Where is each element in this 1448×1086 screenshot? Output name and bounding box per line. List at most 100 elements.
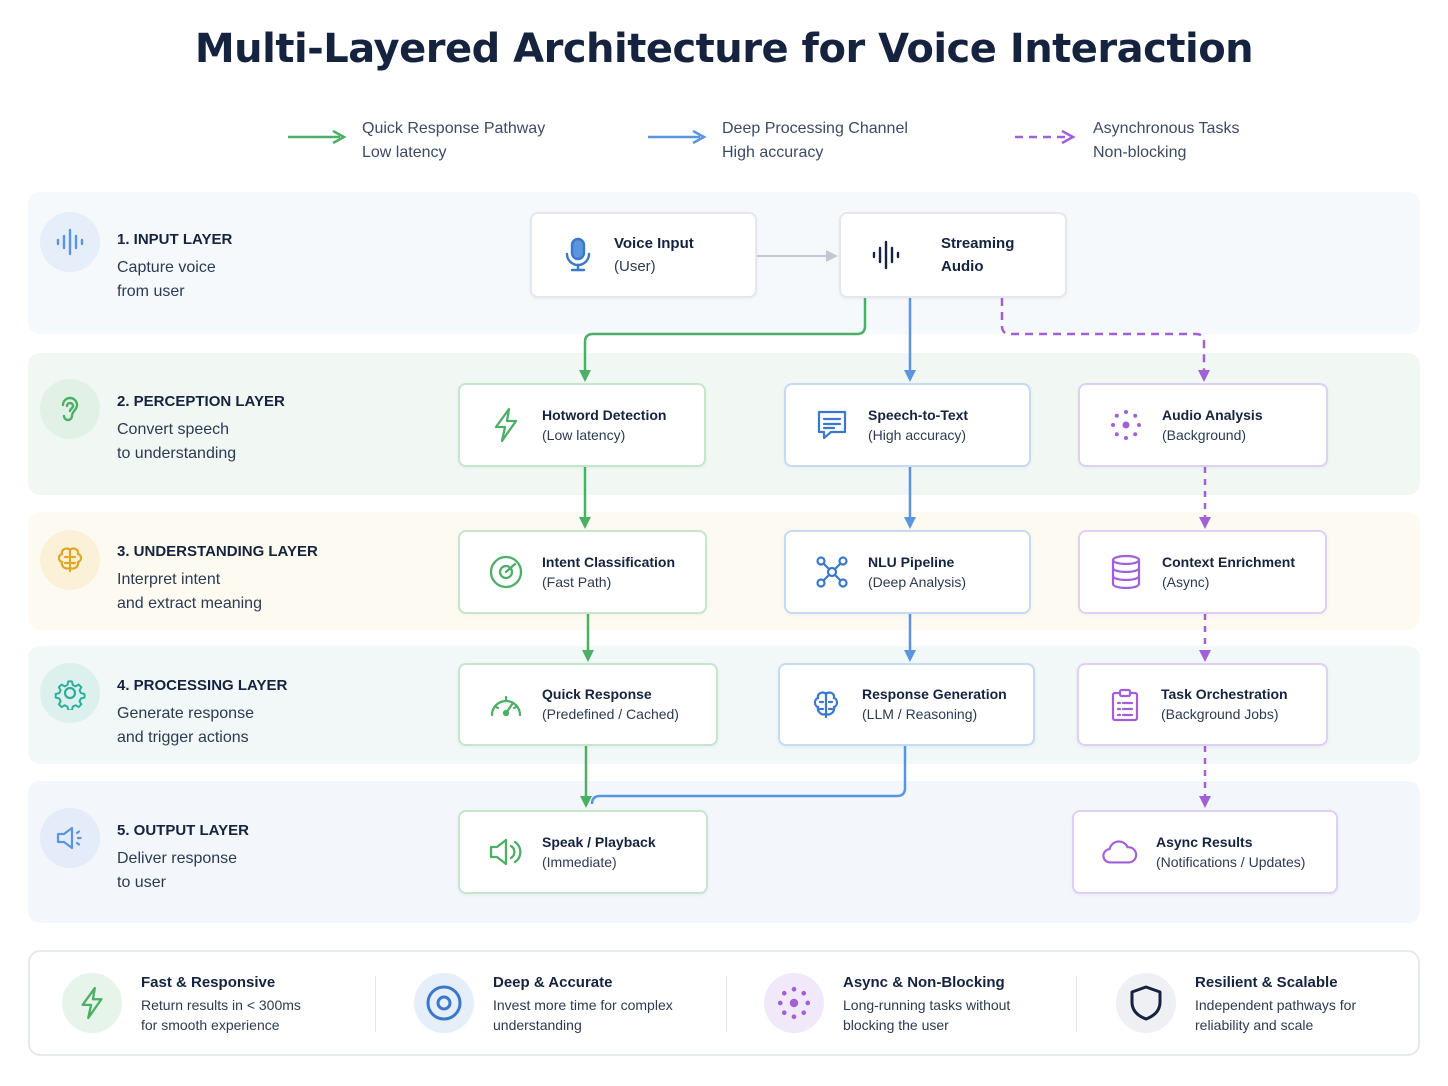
feature-deep: Deep & Accurate Invest more time for com… bbox=[414, 952, 673, 1054]
layer-desc: Generate response and trigger actions bbox=[117, 705, 254, 746]
ear-icon bbox=[40, 379, 100, 439]
node-hotword-detection[interactable]: Hotword Detection (Low latency) bbox=[458, 383, 706, 467]
edge-streaming-to-hotword bbox=[579, 298, 867, 382]
layer-desc: Interpret intent and extract meaning bbox=[117, 571, 262, 612]
node-title: NLU Pipeline bbox=[868, 553, 955, 570]
node-title: Hotword Detection bbox=[542, 406, 667, 423]
layer-label-processing: 4. PROCESSING LAYER Generate response an… bbox=[117, 676, 287, 750]
node-title: Intent Classification bbox=[542, 553, 676, 570]
cloud-icon bbox=[1102, 834, 1138, 870]
node-subtitle: (User) bbox=[614, 258, 656, 275]
feature-desc: Return results in < 300ms for smooth exp… bbox=[141, 996, 301, 1033]
node-intent-classification[interactable]: Intent Classification (Fast Path) bbox=[458, 530, 707, 614]
speaker-icon bbox=[40, 808, 100, 868]
legend-sub: Low latency bbox=[362, 144, 447, 161]
clipboard-icon bbox=[1107, 687, 1143, 723]
node-context-enrichment[interactable]: Context Enrichment (Async) bbox=[1078, 530, 1327, 614]
node-title: Async Results bbox=[1156, 833, 1253, 850]
layer-title: 1. INPUT LAYER bbox=[117, 231, 233, 248]
node-subtitle: (Low latency) bbox=[542, 426, 626, 443]
divider bbox=[726, 976, 727, 1032]
node-title: Speak / Playback bbox=[542, 833, 656, 850]
node-speak-playback[interactable]: Speak / Playback (Immediate) bbox=[458, 810, 708, 894]
node-audio-analysis[interactable]: Audio Analysis (Background) bbox=[1078, 383, 1328, 467]
legend-title: Asynchronous Tasks bbox=[1093, 120, 1240, 137]
legend-item-quick: Quick Response Pathway Low latency bbox=[362, 117, 545, 165]
edge-response-to-speak bbox=[590, 746, 907, 805]
layer-title: 4. PROCESSING LAYER bbox=[117, 677, 288, 694]
node-title: Context Enrichment bbox=[1162, 553, 1296, 570]
node-subtitle: (Immediate) bbox=[542, 853, 617, 870]
node-subtitle: (Predefined / Cached) bbox=[542, 706, 679, 722]
legend-title: Deep Processing Channel bbox=[722, 120, 908, 137]
node-title: Response Generation bbox=[862, 686, 1007, 702]
feature-resilient: Resilient & Scalable Independent pathway… bbox=[1116, 952, 1356, 1054]
node-streaming-audio[interactable]: Streaming Audio bbox=[839, 212, 1067, 298]
node-subtitle: (LLM / Reasoning) bbox=[862, 706, 978, 722]
node-title: Audio Analysis bbox=[1162, 406, 1263, 423]
layer-label-understanding: 3. UNDERSTANDING LAYER Interpret intent … bbox=[117, 542, 318, 616]
node-async-results[interactable]: Async Results (Notifications / Updates) bbox=[1072, 810, 1338, 894]
legend-sub: High accuracy bbox=[722, 144, 824, 161]
gear-icon bbox=[40, 663, 100, 723]
sound-wave-icon bbox=[40, 212, 100, 272]
feature-title: Resilient & Scalable bbox=[1195, 973, 1338, 991]
node-title: Quick Response bbox=[542, 686, 652, 702]
sound-wave-icon bbox=[869, 237, 905, 273]
layer-desc: Convert speech to understanding bbox=[117, 421, 237, 462]
target-icon bbox=[488, 554, 524, 590]
feature-fast: Fast & Responsive Return results in < 30… bbox=[62, 952, 301, 1054]
legend-arrow-deep bbox=[648, 129, 707, 145]
feature-title: Fast & Responsive bbox=[141, 973, 276, 991]
node-response-generation[interactable]: Response Generation (LLM / Reasoning) bbox=[778, 663, 1035, 746]
node-title: Voice Input bbox=[614, 235, 694, 252]
legend-sub: Non-blocking bbox=[1093, 144, 1187, 161]
node-title: Task Orchestration bbox=[1161, 686, 1288, 702]
speaker-icon bbox=[488, 834, 524, 870]
node-subtitle: (Async) bbox=[1162, 573, 1210, 590]
layer-label-perception: 2. PERCEPTION LAYER Convert speech to un… bbox=[117, 392, 285, 466]
node-quick-response[interactable]: Quick Response (Predefined / Cached) bbox=[458, 663, 718, 746]
lightning-icon bbox=[488, 407, 524, 443]
node-task-orchestration[interactable]: Task Orchestration (Background Jobs) bbox=[1077, 663, 1328, 746]
layer-label-input: 1. INPUT LAYER Capture voice from user bbox=[117, 230, 232, 304]
layer-desc: Deliver response to user bbox=[117, 850, 238, 891]
feature-desc: Invest more time for complex understandi… bbox=[493, 996, 673, 1033]
node-subtitle: (Background) bbox=[1162, 426, 1247, 443]
node-speech-to-text[interactable]: Speech-to-Text (High accuracy) bbox=[784, 383, 1031, 467]
divider bbox=[375, 976, 376, 1032]
brain-icon bbox=[808, 687, 844, 723]
shield-icon bbox=[1116, 973, 1176, 1033]
gauge-icon bbox=[488, 687, 524, 723]
target-icon bbox=[414, 973, 474, 1033]
node-subtitle: (Deep Analysis) bbox=[868, 573, 967, 590]
node-title: Speech-to-Text bbox=[868, 406, 969, 423]
node-subtitle: (Notifications / Updates) bbox=[1156, 853, 1306, 870]
legend-item-async: Asynchronous Tasks Non-blocking bbox=[1093, 117, 1239, 165]
network-icon bbox=[814, 554, 850, 590]
divider bbox=[1076, 976, 1077, 1032]
feature-title: Async & Non-Blocking bbox=[843, 973, 1005, 991]
node-subtitle: (Fast Path) bbox=[542, 573, 612, 590]
dotted-circle-icon bbox=[764, 973, 824, 1033]
brain-icon bbox=[40, 530, 100, 590]
layer-label-output: 5. OUTPUT LAYER Deliver response to user bbox=[117, 821, 249, 895]
layer-title: 2. PERCEPTION LAYER bbox=[117, 393, 285, 410]
layer-desc: Capture voice from user bbox=[117, 259, 216, 300]
layer-title: 5. OUTPUT LAYER bbox=[117, 822, 249, 839]
feature-desc: Independent pathways for reliability and… bbox=[1195, 996, 1357, 1033]
database-icon bbox=[1108, 554, 1144, 590]
node-nlu-pipeline[interactable]: NLU Pipeline (Deep Analysis) bbox=[784, 530, 1031, 614]
microphone-icon bbox=[560, 237, 596, 273]
lightning-icon bbox=[62, 973, 122, 1033]
node-voice-input[interactable]: Voice Input (User) bbox=[530, 212, 757, 298]
dotted-circle-icon bbox=[1108, 407, 1144, 443]
page-title: Multi-Layered Architecture for Voice Int… bbox=[194, 26, 1254, 72]
node-subtitle: (High accuracy) bbox=[868, 426, 967, 443]
features-panel: Fast & Responsive Return results in < 30… bbox=[28, 950, 1420, 1056]
document-icon bbox=[814, 407, 850, 443]
feature-desc: Long-running tasks without blocking the … bbox=[843, 996, 1011, 1033]
node-subtitle: (Background Jobs) bbox=[1161, 706, 1279, 722]
node-title: Streaming bbox=[941, 235, 1015, 252]
